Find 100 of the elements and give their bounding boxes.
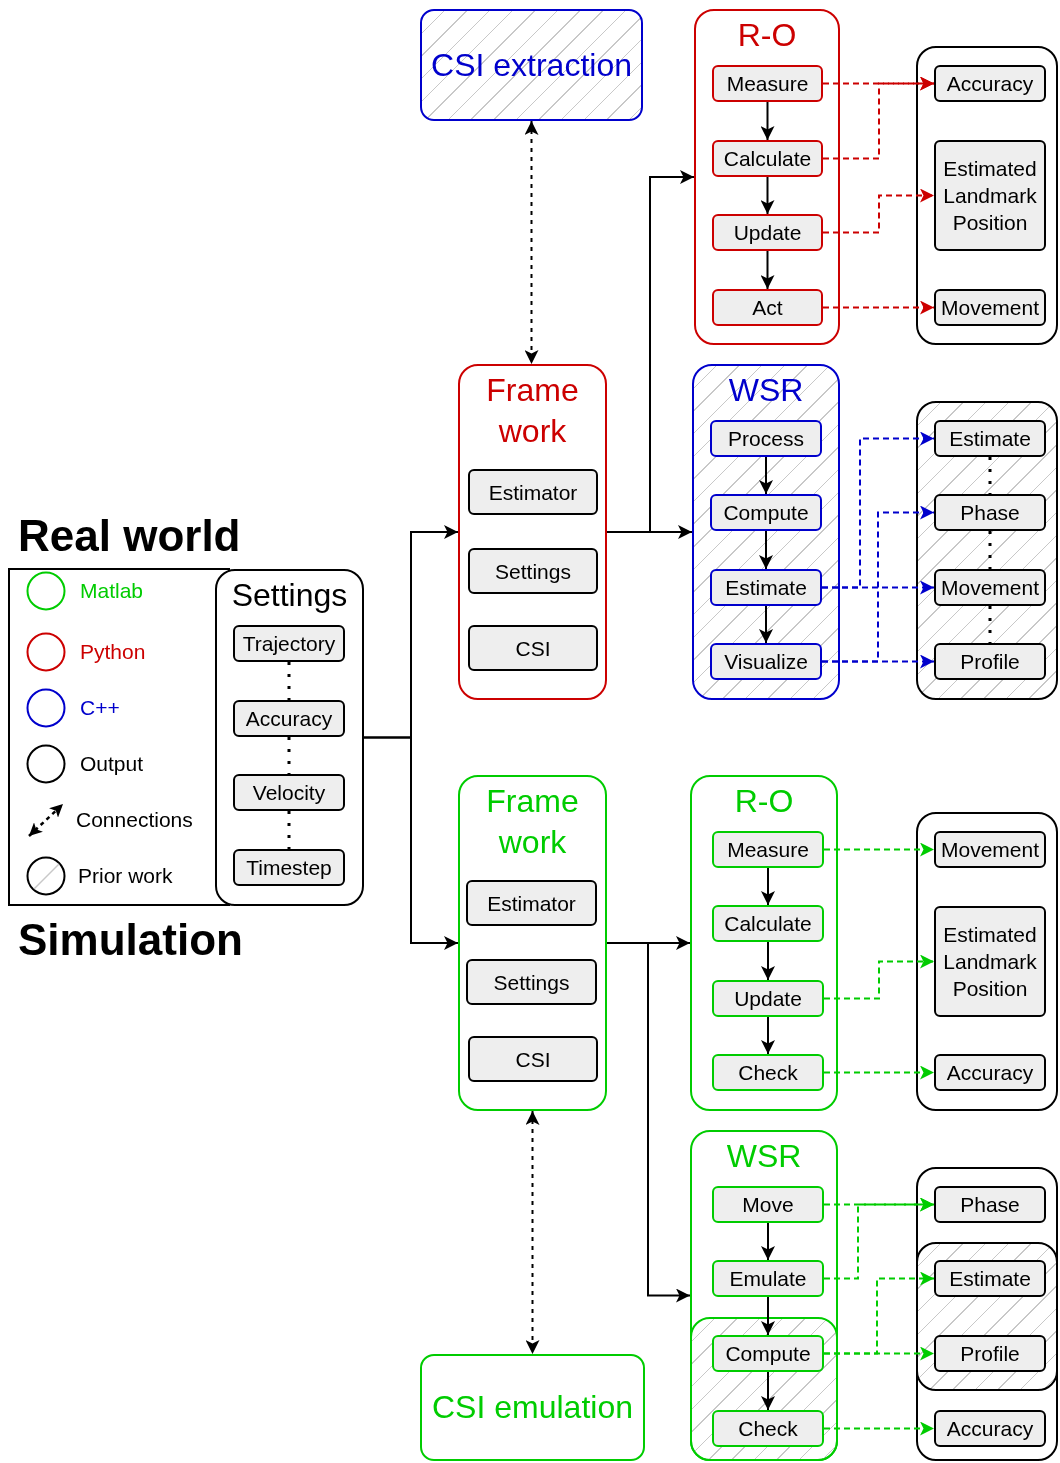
dotted-line <box>988 531 992 569</box>
arrow <box>823 1065 935 1080</box>
step-box <box>934 906 1046 1017</box>
step-box <box>233 849 345 886</box>
arrow <box>823 842 935 857</box>
box-label: Visualize <box>724 649 808 675</box>
group-title: Settings <box>230 576 349 615</box>
step-box <box>712 289 823 326</box>
legend-label: Matlab <box>80 578 144 604</box>
step-box <box>934 1335 1046 1372</box>
arrow <box>822 300 935 315</box>
step-box <box>466 880 597 926</box>
arrow <box>761 1222 775 1261</box>
box-label: Move <box>742 1192 794 1218</box>
step-box <box>934 1260 1046 1297</box>
section-heading: Simulation <box>18 915 243 965</box>
group-box <box>694 9 840 345</box>
box-label: Act <box>752 295 783 321</box>
step-box <box>466 959 597 1005</box>
group-title: Frame work <box>485 371 580 451</box>
box-label: Calculate <box>723 146 812 172</box>
step-box <box>712 1410 824 1447</box>
step-box <box>712 1054 824 1091</box>
dotted-line <box>988 606 992 643</box>
step-box <box>934 420 1046 457</box>
arrow <box>606 525 693 539</box>
arrow <box>822 188 935 234</box>
group-box <box>458 775 607 1111</box>
box-label: Estimated Landmark Position <box>942 922 1038 1002</box>
step-box <box>934 65 1046 102</box>
group-box <box>690 775 838 1111</box>
output-group-box <box>916 1242 1058 1391</box>
box-label: Movement <box>940 837 1039 863</box>
step-box <box>934 494 1046 531</box>
step-box <box>934 1186 1046 1223</box>
arrow <box>761 1016 775 1055</box>
box-label: Compute <box>725 1341 811 1367</box>
step-box <box>468 469 598 515</box>
legend-label: Prior work <box>78 863 173 889</box>
box-label: Calculate <box>724 911 812 937</box>
section-heading: Real world <box>18 511 241 561</box>
legend-label: Python <box>80 639 146 665</box>
output-group-box <box>916 401 1058 700</box>
group-box <box>690 1130 838 1461</box>
group-title: WSR <box>725 1137 803 1176</box>
step-box <box>710 569 822 606</box>
box-label: Process <box>728 426 804 452</box>
box-label: Movement <box>940 295 1039 321</box>
box-label: Settings <box>495 558 571 585</box>
arrow <box>606 942 691 1303</box>
box-label: Check <box>738 1416 798 1442</box>
step-box <box>712 831 824 868</box>
group-box <box>692 364 840 700</box>
arrow <box>823 1197 935 1280</box>
box-label: Accuracy <box>946 1060 1034 1086</box>
arrow <box>760 101 775 141</box>
arrow <box>823 1346 935 1361</box>
step-box <box>712 1186 824 1223</box>
process-box <box>420 9 643 121</box>
box-label: Accuracy <box>946 71 1034 97</box>
step-box <box>934 1054 1046 1091</box>
step-box <box>233 700 345 737</box>
group-title: WSR <box>727 371 805 410</box>
step-box <box>710 643 822 680</box>
box-label: Compute <box>723 500 809 526</box>
arrow <box>363 736 459 950</box>
box-label: Movement <box>940 575 1039 601</box>
arrow <box>823 954 935 1000</box>
group-title: R-O <box>733 782 795 821</box>
group-title: R-O <box>736 16 798 55</box>
box-label: Estimate <box>725 575 807 601</box>
step-box <box>712 140 823 177</box>
step-box <box>712 1335 824 1372</box>
output-group-box <box>690 1317 838 1461</box>
box-label: Accuracy <box>245 706 333 732</box>
box-label: Estimate <box>949 426 1031 452</box>
box-label: Update <box>733 220 802 246</box>
arrow <box>761 867 775 906</box>
box-label: Accuracy <box>946 1416 1034 1442</box>
step-box <box>934 643 1046 680</box>
group-title: Frame work <box>485 782 580 862</box>
step-box <box>712 1260 824 1297</box>
box-label: Phase <box>960 1192 1020 1218</box>
step-box <box>934 569 1046 606</box>
step-box <box>233 625 345 662</box>
box-label: Settings <box>493 969 570 996</box>
legend-label: Connections <box>76 807 193 833</box>
step-box <box>468 548 598 594</box>
step-box <box>934 831 1046 868</box>
dotted-line <box>988 457 992 494</box>
step-box <box>233 774 345 811</box>
arrow <box>821 580 935 595</box>
box-label: Trajectory <box>242 631 336 657</box>
legend-label: Output <box>80 751 144 777</box>
step-box <box>468 1036 598 1082</box>
arrow <box>759 456 773 495</box>
box-label: Estimated Landmark Position <box>942 156 1038 236</box>
box-label: Estimator <box>487 890 576 917</box>
box-label: Profile <box>960 1341 1020 1367</box>
step-box <box>934 140 1046 251</box>
